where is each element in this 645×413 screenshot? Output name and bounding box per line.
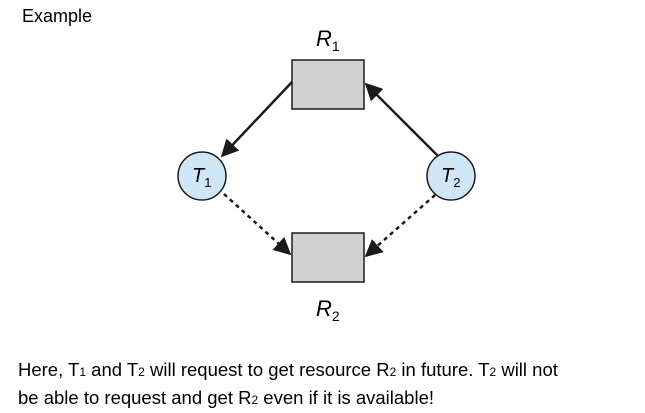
caption-line-1: Here, T1 and T2 will request to get reso… [18,359,558,380]
process-t1-node [177,151,227,201]
slide-heading: Example [22,6,93,26]
process-t1-label: T1 [192,165,211,190]
claim-edge-t2-to-r2 [364,194,436,258]
resource-r1-box [291,59,365,110]
resource-r2-box [291,232,365,283]
edge-t2-to-r1 [364,82,439,157]
process-t2-label: T2 [441,165,460,190]
edge-r1-to-t1 [220,81,293,158]
caption-line-2: be able to request and get R2 even if it… [18,387,435,408]
process-t2-node [426,151,476,201]
resource-r2-label: R2 [316,296,340,324]
explanation-caption: Here, T1 and T2 will request to get reso… [18,357,638,413]
resource-r1-label: R1 [316,26,340,54]
claim-edge-t1-to-r2 [223,193,292,256]
